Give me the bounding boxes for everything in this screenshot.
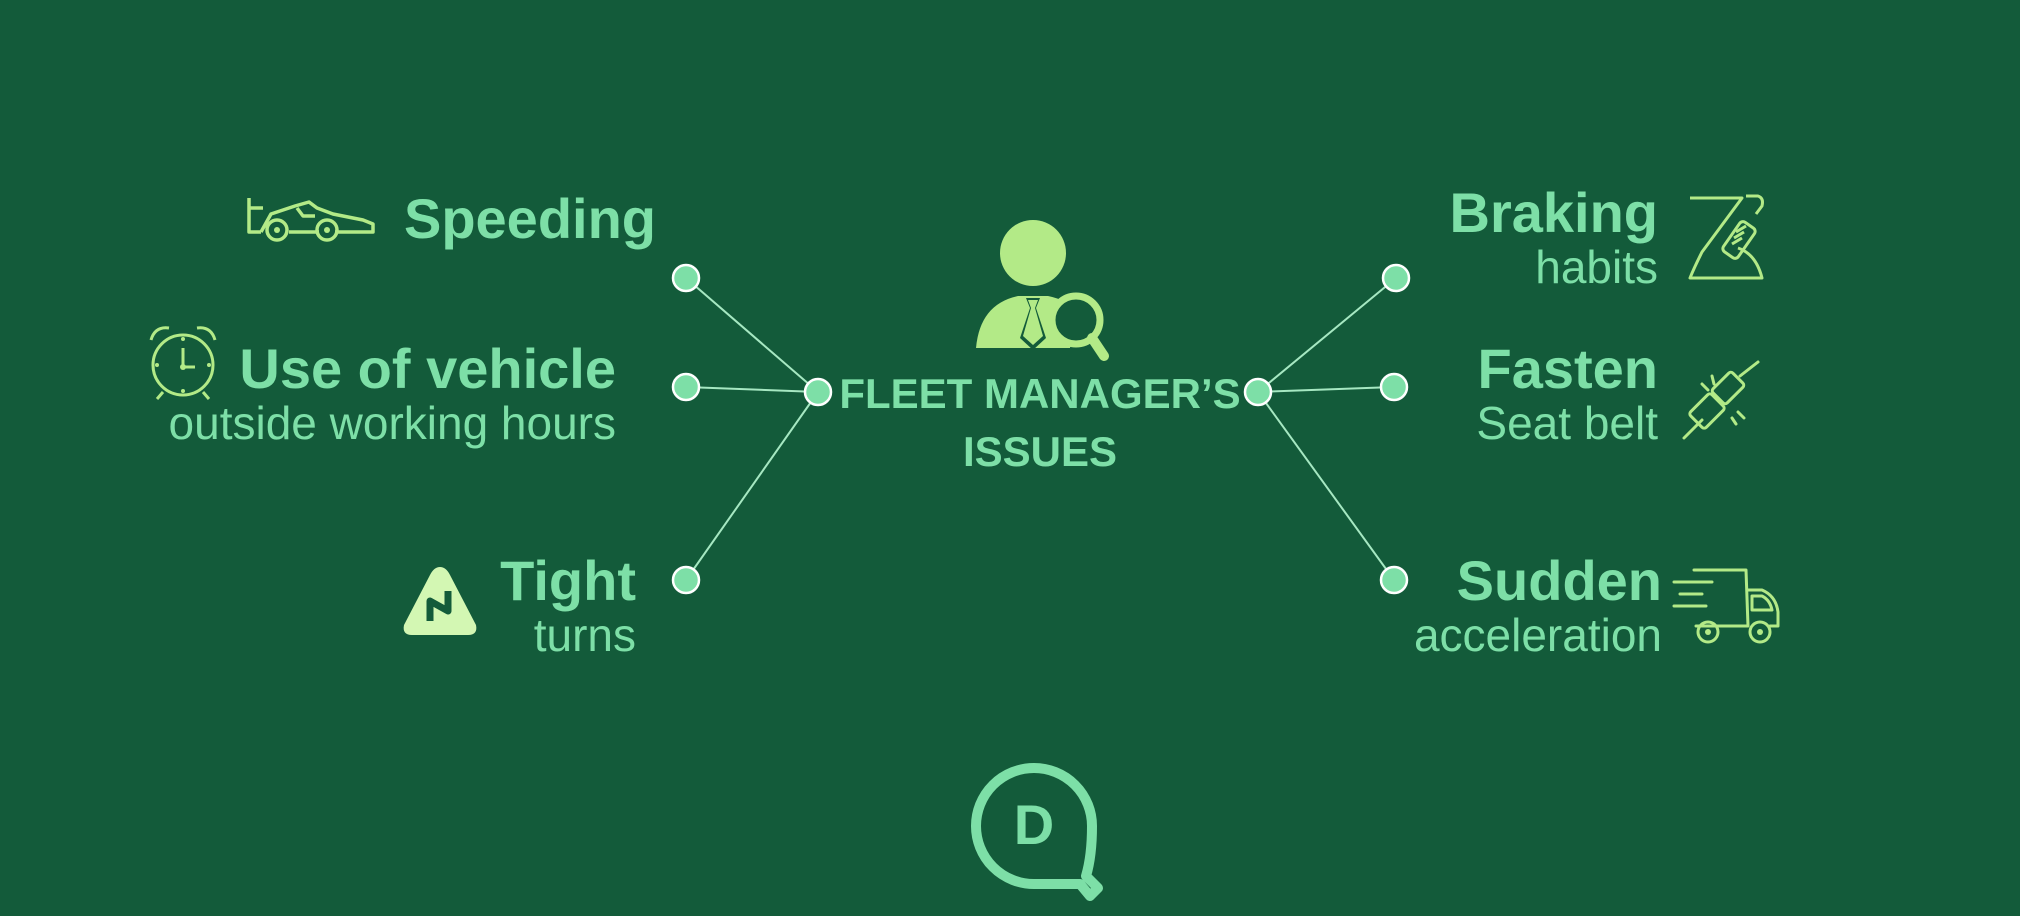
- node-center-right: [1243, 377, 1273, 407]
- connector-nodes: [671, 263, 1411, 595]
- issue-fasten-sub: Seat belt: [1476, 396, 1658, 449]
- logo-letter: D: [1014, 793, 1054, 856]
- hand-brake-icon: [1688, 194, 1764, 280]
- line-sudden: [1257, 391, 1395, 581]
- issue-tight-turns-sub: turns: [533, 608, 636, 661]
- line-speeding: [685, 277, 819, 393]
- node-use-of-vehicle: [671, 372, 701, 402]
- issue-sudden: Sudden acceleration: [1413, 549, 1662, 661]
- line-braking: [1257, 277, 1397, 393]
- race-car-icon: [247, 198, 375, 242]
- issue-braking-sub: habits: [1535, 240, 1658, 293]
- winding-road-sign-icon: [403, 567, 477, 635]
- connector-lines: [685, 277, 1397, 581]
- line-tight-turns: [685, 391, 819, 581]
- issue-fasten-title: Fasten: [1477, 337, 1659, 400]
- alarm-clock-icon: [149, 326, 217, 400]
- issue-braking: Braking habits: [1449, 181, 1659, 293]
- issue-use-of-vehicle-sub: outside working hours: [168, 396, 616, 449]
- issue-fasten: Fasten Seat belt: [1476, 337, 1659, 449]
- node-tight-turns: [671, 565, 701, 595]
- issue-braking-title: Braking: [1449, 181, 1659, 244]
- node-fasten: [1379, 372, 1409, 402]
- center-title-line1: FLEET MANAGER’S: [839, 370, 1241, 417]
- line-use-of-vehicle: [685, 386, 819, 393]
- issue-sudden-title: Sudden: [1456, 549, 1662, 612]
- issue-speeding-title: Speeding: [403, 187, 656, 250]
- d-speech-bubble-logo: D: [971, 763, 1103, 901]
- seat-belt-buckle-icon: [1682, 360, 1760, 440]
- node-center-left: [803, 377, 833, 407]
- issue-sudden-sub: acceleration: [1413, 608, 1662, 661]
- speeding-truck-icon: [1672, 568, 1780, 644]
- issue-speeding: Speeding: [403, 187, 656, 250]
- center-title: FLEET MANAGER’S ISSUES: [830, 365, 1250, 481]
- issue-tight-turns-title: Tight: [500, 549, 636, 612]
- manager-magnifier-icon: [976, 220, 1109, 361]
- line-fasten: [1257, 386, 1395, 393]
- node-speeding: [671, 263, 701, 293]
- node-sudden: [1379, 565, 1409, 595]
- issue-tight-turns: Tight turns: [500, 549, 636, 661]
- issue-use-of-vehicle: Use of vehicle outside working hours: [168, 337, 616, 449]
- center-title-line2: ISSUES: [962, 428, 1118, 475]
- node-braking: [1381, 263, 1411, 293]
- issue-use-of-vehicle-title: Use of vehicle: [239, 337, 616, 400]
